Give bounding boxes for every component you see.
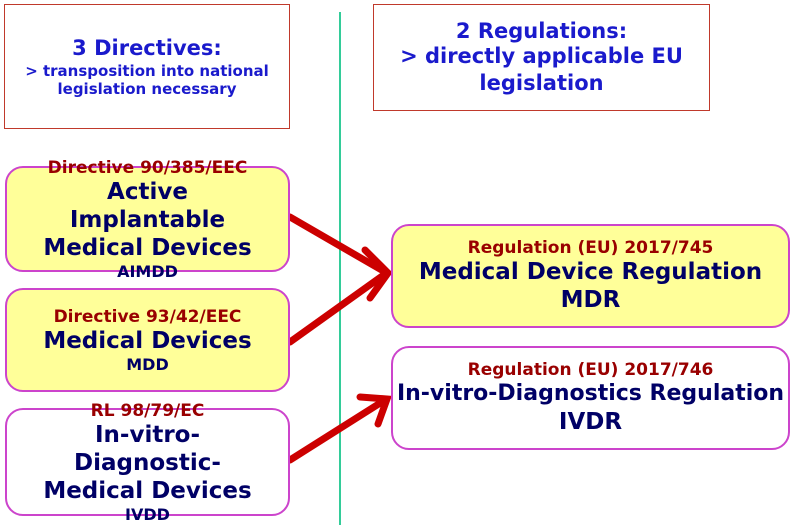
directive-ivdd: RL 98/79/EC In-vitro-Diagnostic-Medical … bbox=[5, 401, 290, 524]
directive-abbr: MDD bbox=[126, 354, 169, 374]
regulations-subtitle: > directly applicable EU legislation bbox=[400, 43, 683, 95]
regulation-ref: Regulation (EU) 2017/746 bbox=[467, 360, 714, 380]
directive-abbr: IVDD bbox=[125, 504, 170, 524]
regulation-name: Medical Device Regulation bbox=[418, 259, 763, 285]
arrowhead-mdr bbox=[361, 246, 393, 302]
arrow-mdd-to-mdr bbox=[286, 270, 389, 346]
arrow-aimdd-to-mdr bbox=[286, 213, 389, 276]
directive-name: In-vitro-Diagnostic-Medical Devices bbox=[43, 421, 252, 504]
regulation-abbr: IVDR bbox=[558, 409, 623, 435]
directives-title: 3 Directives: bbox=[72, 35, 222, 60]
regulation-abbr: MDR bbox=[560, 287, 621, 313]
regulation-ref: Regulation (EU) 2017/745 bbox=[467, 238, 714, 258]
directive-name: Medical Devices bbox=[43, 327, 252, 354]
directive-ref: Directive 93/42/EEC bbox=[53, 306, 242, 327]
directive-mdd: Directive 93/42/EEC Medical Devices MDD bbox=[5, 288, 290, 392]
regulation-mdr: Regulation (EU) 2017/745 Medical Device … bbox=[391, 224, 790, 328]
regulations-header: 2 Regulations: > directly applicable EU … bbox=[373, 4, 710, 111]
arrowhead-ivdr bbox=[356, 393, 392, 428]
directives-header: 3 Directives: > transposition into natio… bbox=[4, 4, 290, 129]
directive-ref: Directive 90/385/EEC bbox=[47, 157, 248, 178]
regulations-title: 2 Regulations: bbox=[455, 18, 628, 43]
arrow-ivdd-to-ivdr bbox=[286, 396, 389, 464]
directive-abbr: AIMDD bbox=[117, 261, 178, 281]
directive-name: Active Implantable Medical Devices bbox=[43, 178, 252, 261]
directive-aimdd: Directive 90/385/EEC Active Implantable … bbox=[5, 158, 290, 281]
regulation-name: In-vitro-Diagnostics Regulation bbox=[396, 381, 785, 406]
directives-subtitle: > transposition into national legislatio… bbox=[25, 61, 269, 98]
directive-ref: RL 98/79/EC bbox=[90, 400, 205, 421]
regulation-ivdr: Regulation (EU) 2017/746 In-vitro-Diagno… bbox=[391, 346, 790, 450]
